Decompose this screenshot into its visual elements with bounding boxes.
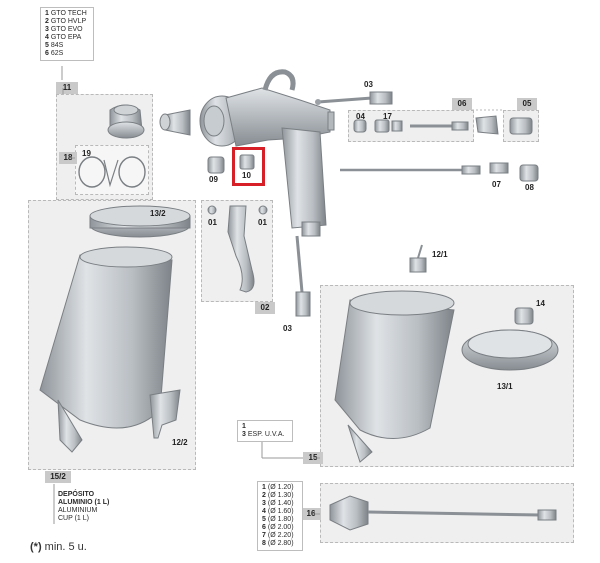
group-tag-02: 02 [255,302,275,314]
model-item: 1 GTO TECH [45,10,87,17]
nozzle-set-part [329,495,557,531]
label-04: 04 [356,112,365,121]
model-item: 5 84S [45,42,64,49]
cup-caption-line: CUP (1 L) [58,515,89,522]
plastic-cup-body [334,290,455,463]
cup-option-item: 1 [242,423,246,430]
fluid-needle-part [340,165,481,175]
cup-caption-line: DEPÓSITO [58,491,95,498]
footnote-text: min. 5 u. [44,541,87,553]
nozzle-size-item: 3 (Ø 1.40) [262,500,294,507]
label-13-1: 13/1 [497,382,513,391]
group-tag-18: 18 [59,152,77,164]
part-09 [207,156,225,174]
model-item: 6 62S [45,50,64,57]
needle-03-top-part [315,91,393,105]
group-tag-05: 05 [517,98,537,110]
label-14: 14 [536,299,545,308]
spray-gun-body [199,69,335,237]
model-list: 1 GTO TECH 2 GTO HVLP 3 GTO EVO 4 GTO EP… [40,7,94,61]
air-cap-insert-part [159,109,191,136]
nozzle-size-item: 4 (Ø 1.60) [262,508,294,515]
model-item: 3 GTO EVO [45,26,83,33]
label-03-bottom: 03 [283,324,292,333]
selected-part-highlight [232,147,265,186]
aluminium-cup-lid-13-2 [89,205,191,238]
filter-12-2-part [149,389,181,439]
part-14 [514,307,534,325]
label-13-2: 13/2 [150,209,166,218]
nozzle-size-item: 8 (Ø 2.80) [262,540,294,547]
label-07: 07 [492,180,501,189]
part-05-knob [509,117,533,135]
group-tag-15-2: 15/2 [45,471,71,483]
needle-06-part [410,121,469,131]
part-17 [374,119,390,133]
part-04 [353,119,367,133]
group-tag-06: 06 [452,98,472,110]
spring-07-part [489,162,509,174]
knob-08-part [519,164,539,182]
label-01-right: 01 [258,218,267,227]
spring-clip-part [103,159,119,188]
label-12-2: 12/2 [172,438,188,447]
aluminium-cup-caption: DEPÓSITO ALUMINIO (1 L) ALUMINIUM CUP (1… [58,491,109,523]
trigger-part [207,205,268,293]
nozzle-size-item: 6 (Ø 2.00) [262,524,294,531]
label-01-left: 01 [208,218,217,227]
group-05-box [503,110,539,142]
o-ring-part [118,156,146,188]
model-item: 4 GTO EPA [45,34,82,41]
cup-caption-line: ALUMINIO (1 L) [58,499,110,506]
model-item: 2 GTO HVLP [45,18,87,25]
aluminium-cup-body [39,246,173,453]
group-tag-15: 15 [303,452,323,464]
cup-caption-line: ALUMINIUM [58,507,98,514]
needle-03-bottom-part [295,235,311,317]
label-10: 10 [242,171,251,180]
label-09: 09 [209,175,218,184]
label-19: 19 [82,149,91,158]
spring-part [475,115,499,135]
nozzle-size-item: 2 (Ø 1.30) [262,492,294,499]
cup-options-legend: 1 3 ESP. U.V.A. [237,420,293,442]
o-ring-19-part [78,156,106,188]
part-10 [239,154,255,170]
air-cap-part [107,104,145,139]
label-08: 08 [525,183,534,192]
label-03-top: 03 [364,80,373,89]
nozzle-size-item: 1 (Ø 1.20) [262,484,294,491]
label-12-1: 12/1 [432,250,448,259]
minimum-order-footnote: (*) min. 5 u. [30,541,87,553]
part-06-screw [391,120,403,132]
nozzle-size-item: 5 (Ø 1.80) [262,516,294,523]
cup-lid-13-1-part [461,329,559,371]
cup-cap-12-1-part [409,244,427,273]
footnote-mark: (*) [30,541,42,553]
cup-option-item: 3 ESP. U.V.A. [242,431,285,438]
label-17: 17 [383,112,392,121]
group-tag-11: 11 [56,82,78,94]
group-tag-16: 16 [301,508,321,520]
nozzle-sizes-legend: 1 (Ø 1.20) 2 (Ø 1.30) 3 (Ø 1.40) 4 (Ø 1.… [257,481,303,551]
nozzle-size-item: 7 (Ø 2.20) [262,532,294,539]
